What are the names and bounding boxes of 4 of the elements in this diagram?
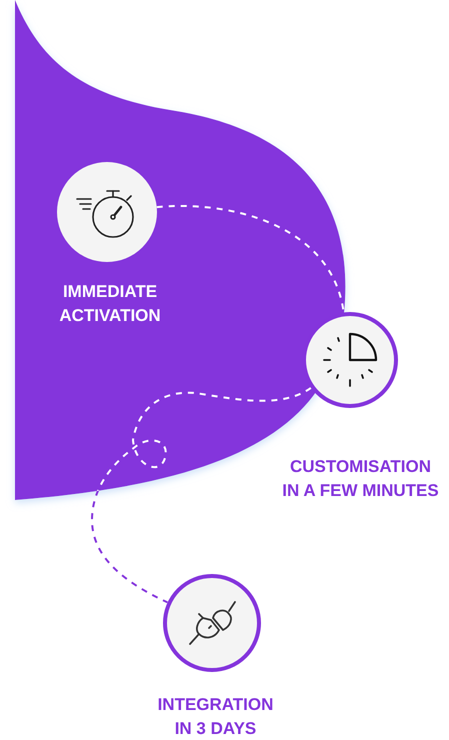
dashed-connector	[91, 387, 312, 604]
step-label: CUSTOMISATION IN A FEW MINUTES	[281, 456, 440, 502]
step-label: INTEGRATION IN 3 DAYS	[156, 694, 274, 740]
step-label: IMMEDIATE ACTIVATION	[58, 281, 162, 327]
